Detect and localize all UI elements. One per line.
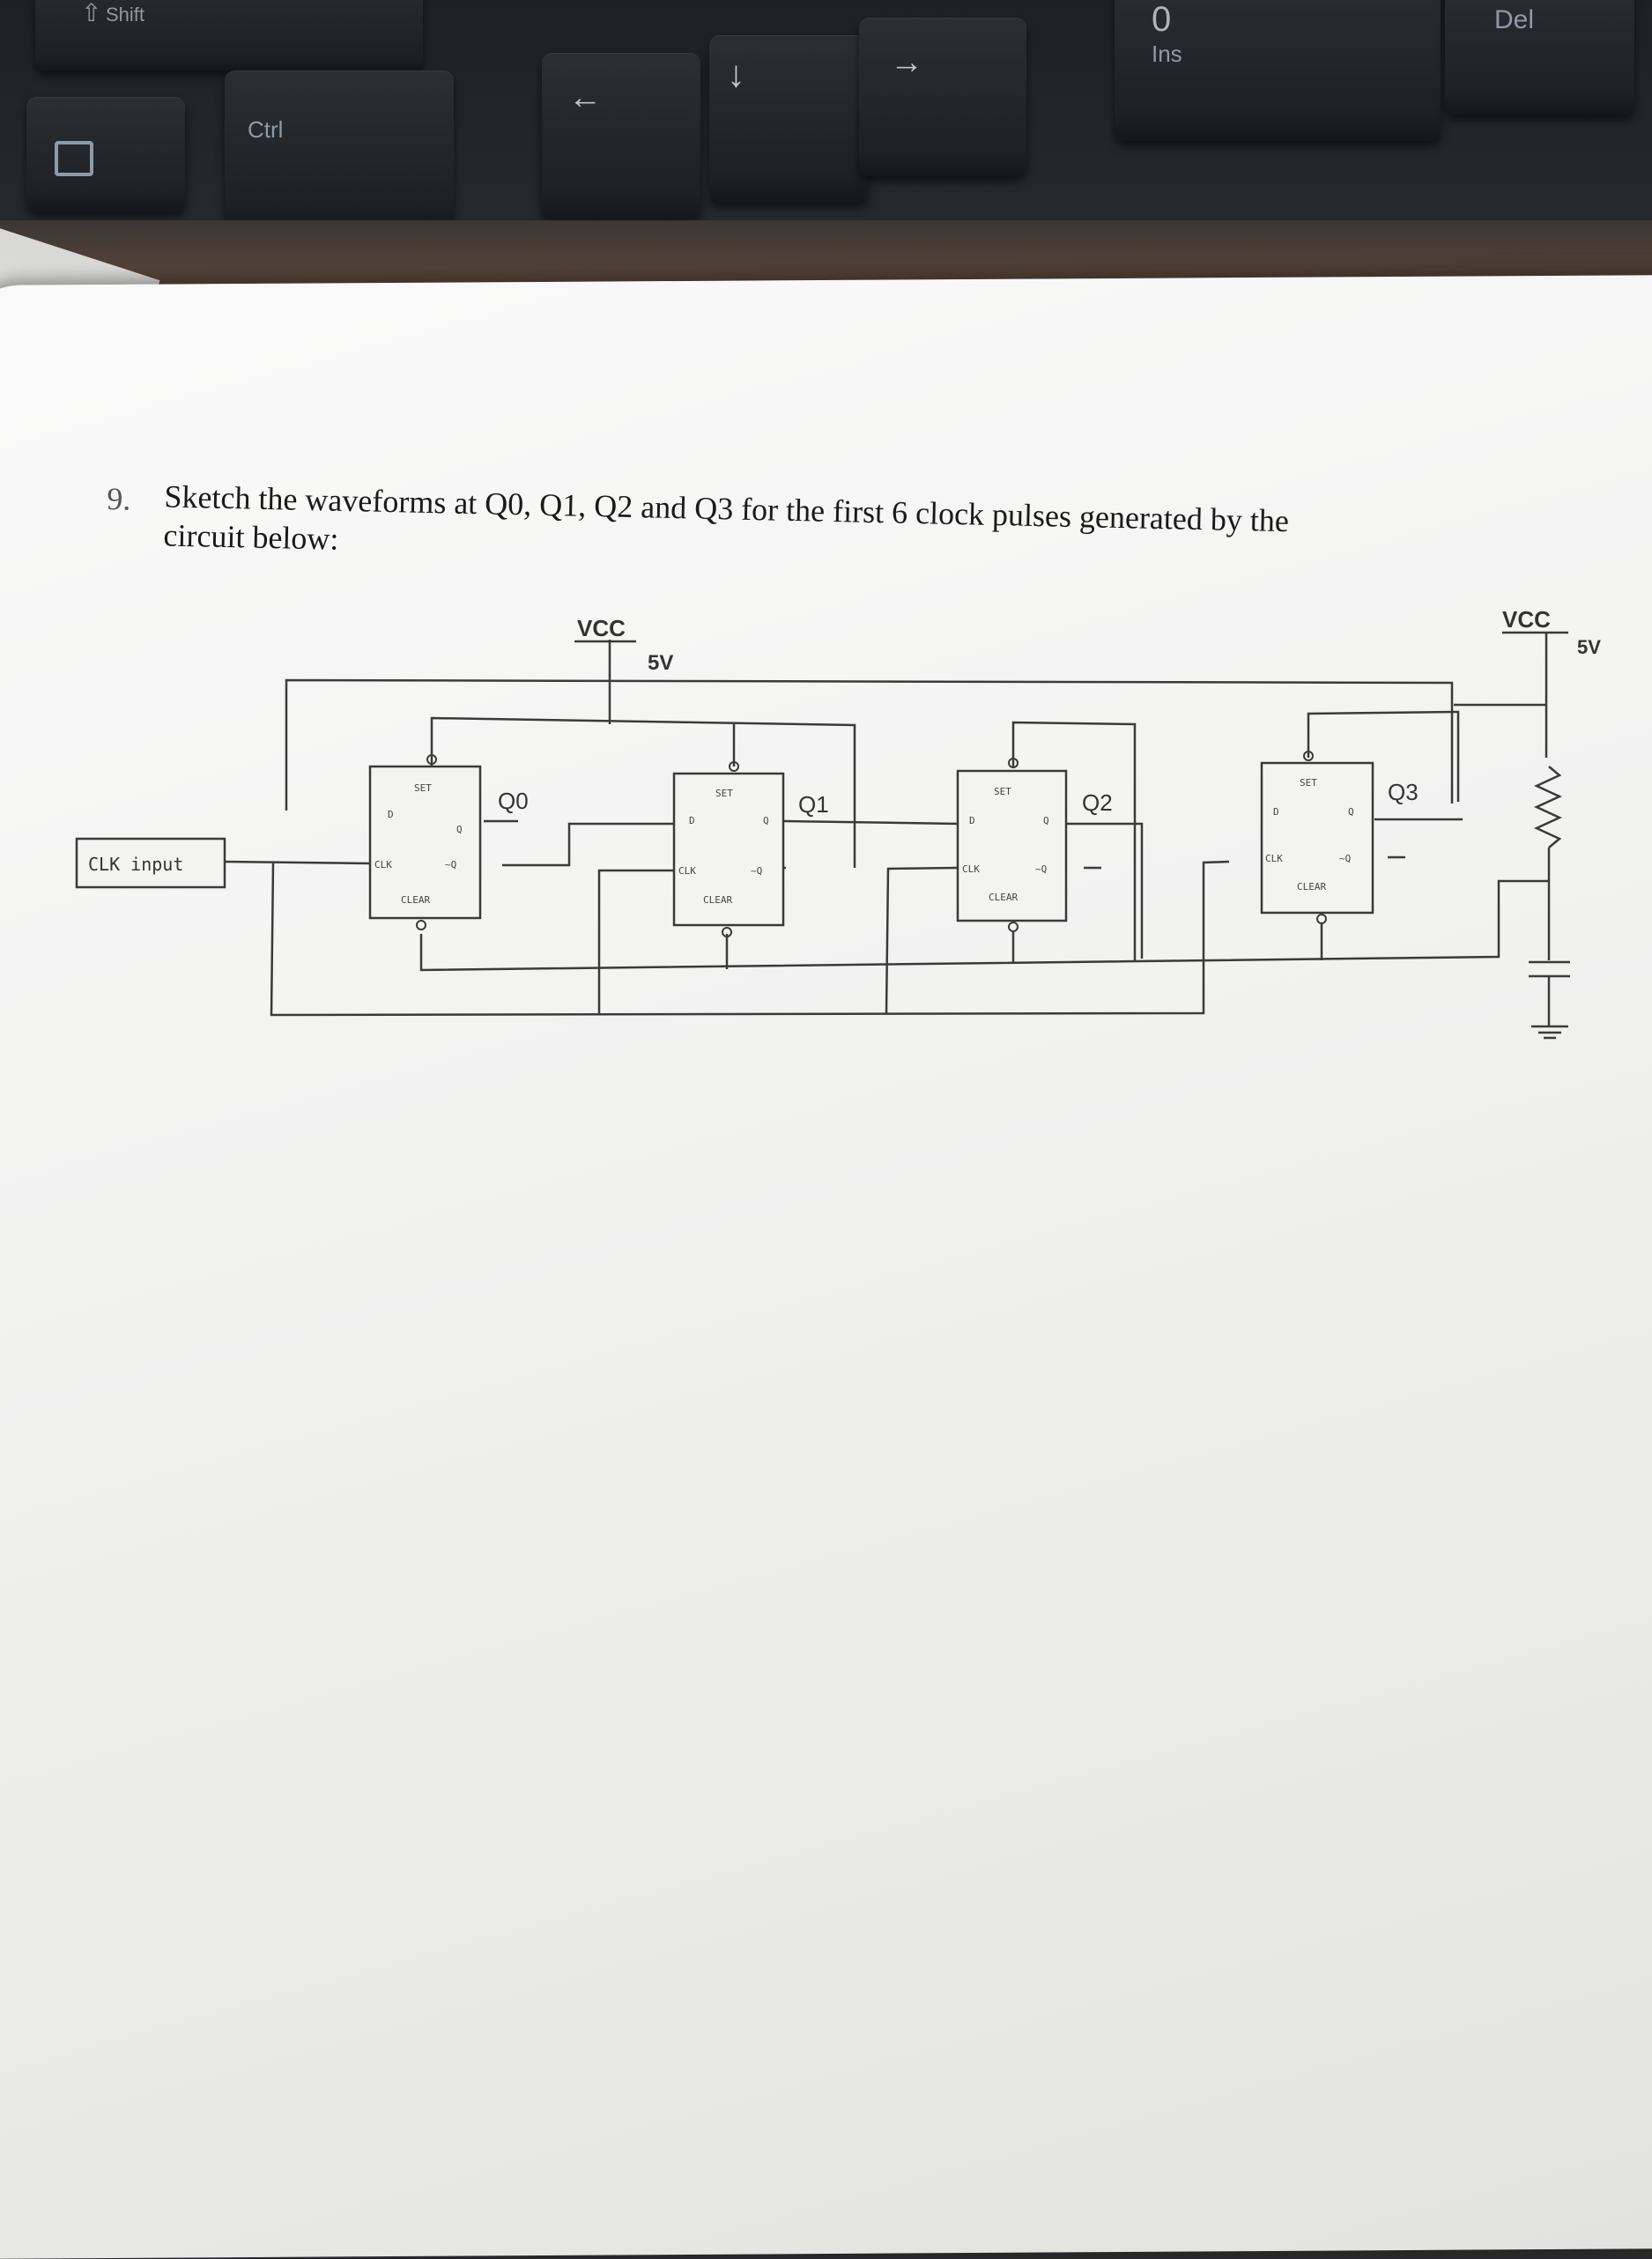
clk-input-box <box>75 837 226 889</box>
ff3-clk-pin: CLK <box>1265 853 1283 864</box>
ctrl-key[interactable]: Ctrl <box>225 70 454 229</box>
flip-flop-ff1 <box>672 761 785 937</box>
ctrl-label: Ctrl <box>248 116 284 143</box>
ff3-set-pin: SET <box>1300 777 1317 789</box>
ff3-qbar-pin: ~Q <box>1339 853 1351 864</box>
clk-bus <box>270 860 1230 1017</box>
q0-label: Q0 <box>498 788 529 814</box>
ff2-q-pin: Q <box>1043 815 1049 826</box>
clear-line <box>419 879 1549 972</box>
ins-top-label: 0 <box>1152 0 1172 39</box>
ff1-clk-pin: CLK <box>678 865 696 877</box>
arrow-right-key[interactable]: → <box>859 18 1026 176</box>
ff2-clk-pin: CLK <box>962 863 980 875</box>
ff1-qbar-pin: ~Q <box>751 865 762 877</box>
flip-flop-ff0 <box>368 754 482 930</box>
ff3-clear-pin: CLEAR <box>1297 881 1326 892</box>
arrow-down-icon: ↓ <box>727 53 745 94</box>
ff1-set-pin: SET <box>715 788 733 799</box>
ff3-d-pin: D <box>1273 806 1279 818</box>
feedback-wire-top <box>285 678 1454 811</box>
circuit-diagram: CLK input VCC 5V VCC 5V Q0 Q1 Q2 Q3 SET … <box>75 606 1601 1040</box>
ff2-set-pin: SET <box>994 786 1011 797</box>
ff0-d-pin: D <box>388 809 394 820</box>
set-line <box>430 716 856 868</box>
vcc-left-label: VCC <box>577 615 626 641</box>
menu-icon <box>55 141 93 176</box>
ff0-clk-pin: CLK <box>374 859 392 870</box>
ff2-d-pin: D <box>969 815 975 826</box>
shift-label: Shift <box>106 4 145 26</box>
vcc-right-label: VCC <box>1502 606 1551 633</box>
ff2-qbar-pin: ~Q <box>1035 863 1047 875</box>
flip-flop-ff3 <box>1260 751 1374 924</box>
q3-label: Q3 <box>1388 779 1419 805</box>
ff0-q-pin: Q <box>456 824 463 835</box>
ff3-q-pin: Q <box>1348 806 1354 818</box>
arrow-left-key[interactable]: ← <box>542 53 700 220</box>
ins-key[interactable]: 0 Ins <box>1115 0 1441 141</box>
q1-label: Q1 <box>798 791 829 818</box>
wires <box>224 631 1570 1040</box>
arrow-down-key[interactable]: ↓ <box>709 35 868 203</box>
ff0-clear-pin: CLEAR <box>401 894 430 906</box>
ins-label: Ins <box>1152 41 1182 67</box>
keyboard: Shift ⇧ Ctrl ← ↓ → 0 Ins Del <box>0 0 1652 317</box>
clk-input-wire <box>224 860 371 865</box>
ff1-q-pin: Q <box>763 815 769 826</box>
flip-flop-ff2 <box>956 758 1068 932</box>
del-key[interactable]: Del <box>1445 0 1634 115</box>
arrow-right-icon: → <box>890 44 923 81</box>
ff0-qbar-pin: ~Q <box>445 859 456 870</box>
q2-label: Q2 <box>1082 789 1113 816</box>
shift-arrow-icon: ⇧ <box>81 0 102 26</box>
arrow-left-icon: ← <box>568 79 602 116</box>
ff2-clear-pin: CLEAR <box>989 892 1018 903</box>
windows-key[interactable] <box>26 97 185 211</box>
ff1-d-pin: D <box>689 815 695 826</box>
shift-key[interactable]: Shift ⇧ <box>35 0 423 70</box>
clk-input-label: CLK input <box>88 854 183 875</box>
vcc-right-voltage: 5V <box>1577 636 1601 658</box>
ff0-set-pin: SET <box>414 782 432 794</box>
ff1-clear-pin: CLEAR <box>703 894 732 906</box>
resistor-symbol <box>1534 766 1562 848</box>
vcc-left-voltage: 5V <box>648 651 673 675</box>
del-label: Del <box>1494 5 1535 34</box>
